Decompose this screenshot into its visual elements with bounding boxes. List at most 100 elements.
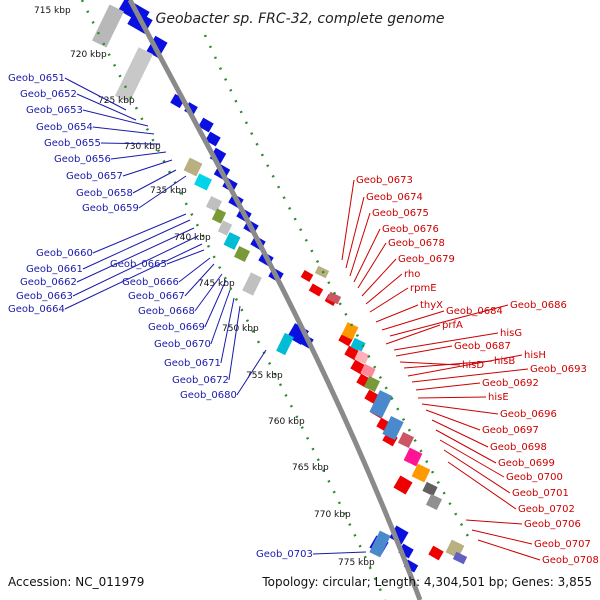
forward-gene-label[interactable]: Geob_0664	[8, 304, 65, 315]
forward-gene-block[interactable]	[211, 208, 227, 224]
reverse-gene-label[interactable]: Geob_0697	[482, 425, 539, 436]
reverse-gene-label[interactable]: Geob_0699	[498, 458, 555, 469]
reverse-gene-label[interactable]: Geob_0673	[356, 175, 413, 186]
forward-gene-label[interactable]: Geob_0672	[172, 375, 229, 386]
forward-gene-label[interactable]: Geob_0655	[44, 138, 101, 149]
reverse-gene-label[interactable]: Geob_0696	[500, 409, 557, 420]
backbone-line	[127, 0, 423, 600]
forward-gene-label[interactable]: Geob_0671	[164, 358, 221, 369]
forward-gene-label[interactable]: Geob_0669	[148, 322, 205, 333]
forward-leader-line	[138, 175, 187, 209]
reverse-gene-block[interactable]	[397, 431, 415, 449]
reverse-gene-label[interactable]: hisD	[462, 360, 484, 371]
forward-gene-block[interactable]	[205, 195, 223, 213]
forward-leader-line	[220, 297, 235, 364]
forward-gene-label[interactable]: Geob_0703	[256, 549, 313, 560]
reverse-gene-block[interactable]	[350, 337, 366, 353]
forward-gene-block[interactable]	[205, 131, 221, 147]
forward-gene-block[interactable]	[233, 245, 251, 263]
forward-gene-label[interactable]: Geob_0657	[66, 171, 123, 182]
reverse-gene-label[interactable]: Geob_0687	[454, 341, 511, 352]
reverse-gene-label[interactable]: Geob_0707	[534, 539, 591, 550]
forward-gene-label[interactable]: Geob_0680	[180, 390, 237, 401]
forward-gene-label[interactable]: Geob_0660	[36, 248, 93, 259]
forward-leader-line	[166, 249, 205, 265]
reverse-gene-block[interactable]	[411, 463, 431, 483]
forward-gene-block[interactable]	[369, 530, 391, 558]
reverse-gene-label[interactable]: hisE	[488, 392, 509, 403]
forward-gene-label[interactable]: Geob_0652	[20, 89, 77, 100]
accession-text: Accession: NC_011979	[8, 575, 144, 589]
forward-gene-label[interactable]: Geob_0654	[36, 122, 93, 133]
reverse-gene-label[interactable]: Geob_0706	[524, 519, 581, 530]
reverse-gene-block[interactable]	[326, 291, 342, 305]
reverse-gene-block[interactable]	[382, 415, 404, 441]
reverse-gene-block[interactable]	[338, 331, 354, 347]
reverse-gene-label[interactable]: hisH	[524, 350, 546, 361]
reverse-gene-label[interactable]: Geob_0679	[398, 254, 455, 265]
kbp-label: 755 kbp	[246, 371, 283, 381]
forward-gene-block[interactable]	[217, 220, 233, 236]
forward-leader-line	[132, 169, 177, 194]
reverse-gene-label[interactable]: hisB	[494, 356, 515, 367]
forward-gene-label[interactable]: Geob_0656	[54, 154, 111, 165]
forward-gene-block[interactable]	[276, 332, 294, 356]
reverse-gene-label[interactable]: rpmE	[410, 283, 437, 294]
reverse-gene-block[interactable]	[428, 545, 444, 561]
forward-gene-block[interactable]	[198, 117, 214, 133]
reverse-gene-label[interactable]: Geob_0708	[542, 555, 599, 566]
reverse-gene-block[interactable]	[354, 349, 370, 365]
reverse-gene-label[interactable]: prfA	[442, 320, 463, 331]
forward-gene-label[interactable]: Geob_0663	[16, 291, 73, 302]
reverse-gene-block[interactable]	[308, 283, 324, 297]
reverse-leader-line	[421, 403, 499, 415]
forward-gene-block[interactable]	[183, 157, 203, 177]
reverse-gene-label[interactable]: Geob_0698	[490, 442, 547, 453]
reverse-gene-label[interactable]: Geob_0674	[366, 192, 423, 203]
forward-gene-label[interactable]: Geob_0661	[26, 264, 83, 275]
forward-gene-block[interactable]	[242, 272, 262, 296]
forward-gene-block[interactable]	[223, 232, 241, 250]
reverse-gene-block[interactable]	[341, 322, 359, 340]
reverse-gene-block[interactable]	[403, 447, 423, 467]
reverse-gene-label[interactable]: Geob_0675	[372, 208, 429, 219]
reverse-gene-block[interactable]	[369, 390, 393, 418]
reverse-gene-label[interactable]: thyX	[420, 300, 443, 311]
reverse-gene-label[interactable]: Geob_0700	[506, 472, 563, 483]
reverse-gene-block[interactable]	[422, 481, 438, 497]
genome-backbone	[127, 0, 423, 600]
forward-gene-label[interactable]: Geob_0651	[8, 73, 65, 84]
reverse-gene-label[interactable]: Geob_0693	[530, 364, 587, 375]
forward-gene-block[interactable]	[114, 47, 154, 103]
reverse-gene-block[interactable]	[300, 270, 314, 282]
forward-gene-label[interactable]: Geob_0667	[128, 291, 185, 302]
reverse-gene-label[interactable]: Geob_0678	[388, 238, 445, 249]
forward-gene-label[interactable]: Geob_0670	[154, 339, 211, 350]
forward-gene-label[interactable]: Geob_0666	[122, 277, 179, 288]
forward-gene-label[interactable]: Geob_0668	[138, 306, 195, 317]
reverse-gene-block[interactable]	[452, 551, 468, 565]
reverse-leader-line	[353, 228, 381, 283]
reverse-gene-label[interactable]: Geob_0701	[512, 488, 569, 499]
forward-gene-label[interactable]: Geob_0653	[26, 105, 83, 116]
forward-gene-label[interactable]: Geob_0659	[82, 203, 139, 214]
forward-gene-label[interactable]: Geob_0665	[110, 259, 167, 270]
forward-gene-block[interactable]	[92, 4, 124, 48]
reverse-gene-block[interactable]	[360, 363, 376, 379]
reverse-gene-label[interactable]: rho	[404, 269, 420, 280]
reverse-gene-label[interactable]: Geob_0676	[382, 224, 439, 235]
reverse-gene-label[interactable]: Geob_0702	[518, 504, 575, 515]
reverse-gene-label[interactable]: Geob_0692	[482, 378, 539, 389]
reverse-gene-block[interactable]	[425, 493, 443, 511]
forward-leader-line	[210, 289, 231, 345]
reverse-gene-block[interactable]	[363, 375, 381, 393]
reverse-gene-label[interactable]: Geob_0684	[446, 306, 503, 317]
forward-gene-label[interactable]: Geob_0658	[76, 188, 133, 199]
reverse-gene-block[interactable]	[393, 475, 413, 495]
reverse-leader-line	[389, 304, 509, 337]
reverse-gene-label[interactable]: Geob_0686	[510, 300, 567, 311]
reverse-gene-label[interactable]: hisG	[500, 328, 522, 339]
forward-gene-label[interactable]: Geob_0662	[20, 277, 77, 288]
forward-gene-block[interactable]	[194, 173, 212, 191]
